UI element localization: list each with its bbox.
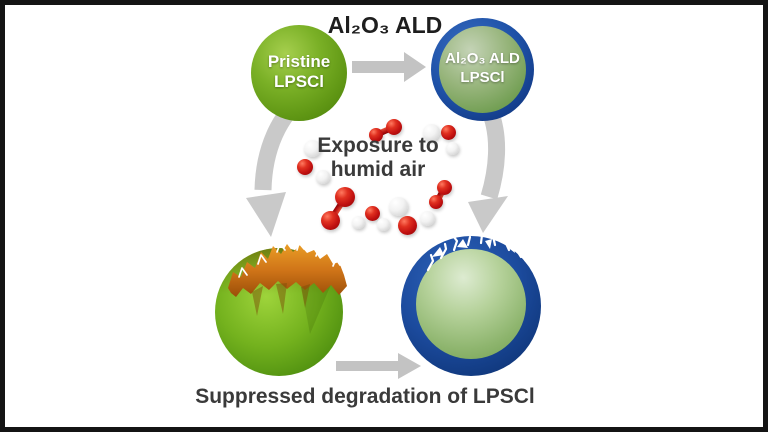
oxygen-atom [436, 179, 452, 195]
oxygen-atom [335, 187, 355, 207]
ald-coated-sphere-label-line2: LPSCl [460, 69, 505, 86]
oxygen-atom [320, 210, 340, 230]
oxygen-atom [369, 128, 383, 142]
hydrogen-atom [351, 215, 365, 229]
pristine-sphere-label: Pristine LPSCl [251, 52, 347, 92]
ald-coated-sphere-core [439, 26, 526, 113]
hydrogen-atom [419, 210, 435, 226]
exposure-label: Exposure to humid air [288, 134, 468, 182]
ald-coated-lpscl-sphere: Al₂O₃ ALD LPSCl [431, 18, 534, 121]
oxygen-atom [364, 205, 380, 221]
oxygen-atom [397, 215, 417, 235]
hydrogen-atom [376, 217, 390, 231]
ald-coated-sphere-label: Al₂O₃ ALD LPSCl [431, 49, 534, 87]
pristine-sphere-label-line2: LPSCl [273, 72, 325, 91]
exposure-label-line2: humid air [330, 158, 426, 181]
oxygen-atom [429, 195, 443, 209]
exposure-label-line1: Exposure to [317, 134, 439, 157]
hydrogen-atom [445, 141, 459, 155]
hydrogen-atom [422, 123, 440, 141]
protected-lpscl-sphere [401, 236, 541, 376]
oxygen-atom [440, 124, 456, 140]
pristine-sphere-label-line1: Pristine [267, 52, 331, 71]
ald-process-label: Al₂O₃ ALD [327, 12, 443, 38]
oxygen-atom [386, 119, 402, 135]
ald-coated-sphere-label-line1: Al₂O₃ ALD [445, 50, 520, 67]
hydrogen-atom [316, 170, 330, 184]
protected-sphere-core [416, 249, 526, 359]
caption: Suppressed degradation of LPSCl [195, 385, 535, 408]
hydrogen-atom [388, 196, 408, 216]
hydrogen-atom [303, 139, 321, 157]
